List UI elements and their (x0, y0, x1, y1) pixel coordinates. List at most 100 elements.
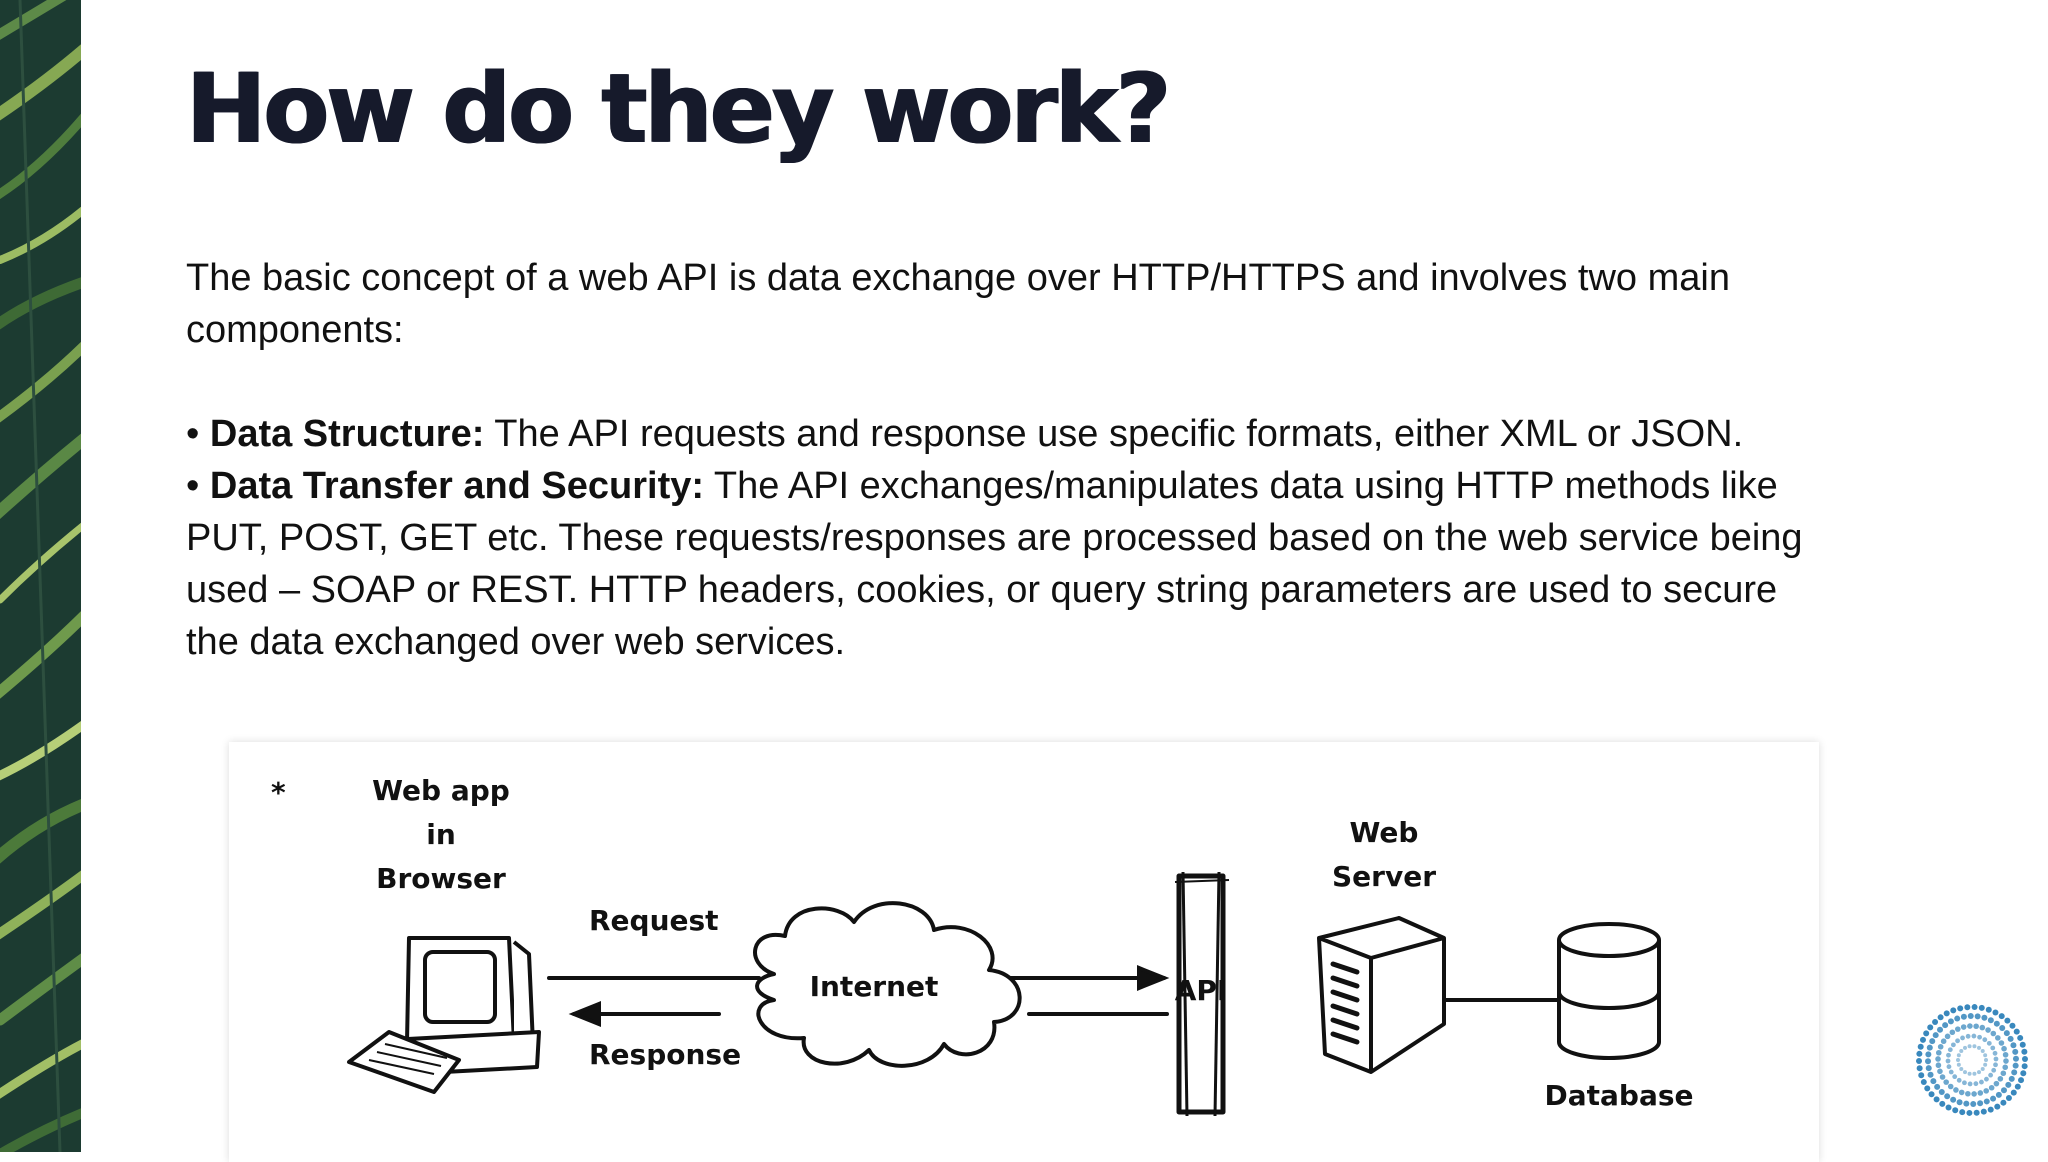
logo-dot (1967, 1081, 1973, 1087)
logo-dot (1977, 1070, 1981, 1075)
logo-dot (1982, 1037, 1988, 1043)
logo-dot (2013, 1028, 2020, 1035)
logo-dot (1933, 1096, 1940, 1103)
logo-dot (1916, 1065, 1923, 1072)
bullet-heading: Data Transfer and Security: (209, 465, 705, 507)
computer-icon (347, 936, 541, 1094)
logo-dot (1998, 1040, 2005, 1046)
logo-dot (1993, 1020, 2000, 1027)
logo-dot (1945, 1104, 1952, 1111)
logo-dot (1935, 1049, 1942, 1056)
logo-dot (1952, 1107, 1959, 1114)
logo-dot (1959, 1109, 1966, 1116)
logo-dot (1988, 1072, 1994, 1078)
logo-dot (2005, 1095, 2012, 1102)
logo-dot (1977, 1034, 1982, 1040)
logo-dot (1928, 1091, 1935, 1098)
logo-dot (1937, 1068, 1943, 1075)
logo-dot (1960, 1013, 1967, 1020)
diagram-asterisk: * (271, 776, 286, 809)
logo-dot (2012, 1048, 2019, 1055)
logo-dot (1993, 1080, 2000, 1087)
logo-dot (1983, 1098, 1990, 1105)
logo-dot (1956, 1053, 1961, 1058)
logo-dot (1930, 1078, 1937, 1085)
logo-dot (1970, 1100, 1977, 1107)
logo-dot (1943, 1010, 1950, 1017)
logo-dot (1965, 1033, 1971, 1039)
logo-dot (2003, 1030, 2010, 1037)
logo-dot (1990, 1095, 1997, 1102)
logo-dot (1990, 1030, 1997, 1037)
logo-dot (1998, 1013, 2005, 1020)
logo-dot (1993, 1062, 1998, 1068)
logo-dot (2010, 1042, 2017, 1049)
logo-dot (1979, 1079, 1984, 1085)
logo-dot (2000, 1087, 2007, 1094)
logo-dot (1950, 1007, 1957, 1014)
logo-dot (1971, 1091, 1977, 1097)
logo-dot (1959, 1067, 1964, 1071)
logo-dot (1916, 1050, 1923, 1057)
logo-dot (1932, 1032, 1939, 1039)
logo-dot (1995, 1035, 2001, 1041)
server-label-line2: Server (1332, 860, 1436, 893)
logo-dot (1981, 1014, 1988, 1021)
logo-dot (1973, 1109, 1980, 1116)
logo-dot (1973, 1023, 1979, 1030)
logo-dot (2008, 1075, 2015, 1082)
dotted-circle-logo (1912, 1000, 2032, 1125)
logo-dot (1988, 1084, 1995, 1091)
logo-dot (1957, 1005, 1964, 1012)
logo-dot (1956, 1058, 1960, 1062)
logo-dot (2021, 1055, 2028, 1062)
logo-dot (2014, 1083, 2021, 1090)
logo-dot (1946, 1064, 1952, 1070)
logo-dot (2002, 1051, 2009, 1058)
logo-dot (1949, 1029, 1956, 1036)
api-label: API (1175, 974, 1228, 1007)
logo-dot (1942, 1022, 1949, 1029)
logo-dot (1925, 1058, 1932, 1065)
logo-dot (2000, 1099, 2007, 1106)
logo-dot (1977, 1100, 1984, 1107)
logo-dot (1967, 1071, 1972, 1076)
logo-dot (1924, 1085, 1931, 1092)
bullet-heading: Data Structure: (209, 413, 485, 455)
logo-dot (1984, 1076, 1989, 1082)
logo-dot (1938, 1088, 1945, 1095)
logo-dot (1963, 1070, 1967, 1075)
logo-dot (1992, 1050, 1998, 1056)
client-label-line2: in (426, 818, 456, 851)
database-label: Database (1544, 1079, 1693, 1112)
logo-dot (1925, 1065, 1932, 1072)
logo-dot (1940, 1038, 1947, 1045)
logo-dot (2010, 1089, 2017, 1096)
logo-dot (1983, 1062, 1988, 1067)
logo-dot (1999, 1025, 2006, 1032)
logo-dot (1980, 1108, 1987, 1115)
logo-dot (1959, 1049, 1964, 1053)
logo-dot (1925, 1051, 1932, 1058)
api-diagram: * Web app in Browser Request (229, 742, 1819, 1162)
bullet-text: The API requests and response use specif… (484, 413, 1744, 455)
logo-dot (2007, 1035, 2014, 1042)
logo-dot (1937, 1014, 1944, 1021)
logo-dot (1929, 1038, 1936, 1045)
logo-dot (1963, 1100, 1970, 1107)
logo-dot (1917, 1043, 1924, 1050)
logo-dot (2000, 1070, 2007, 1077)
logo-dot (1952, 1074, 1958, 1080)
logo-dot (1944, 1093, 1951, 1100)
logo-dot (1980, 1067, 1985, 1071)
server-icon (1317, 916, 1446, 1074)
logo-dot (2019, 1041, 2026, 1048)
logo-dot (1918, 1072, 1925, 1079)
logo-dot (1919, 1036, 1926, 1043)
logo-dot (2021, 1048, 2028, 1055)
logo-dot (2009, 1022, 2016, 1029)
logo-dot (1960, 1035, 1965, 1041)
logo-dot (1971, 1004, 1978, 1011)
bullet-text: The API exchanges/manipulates data using… (186, 465, 1803, 663)
logo-dot (2011, 1069, 2018, 1076)
